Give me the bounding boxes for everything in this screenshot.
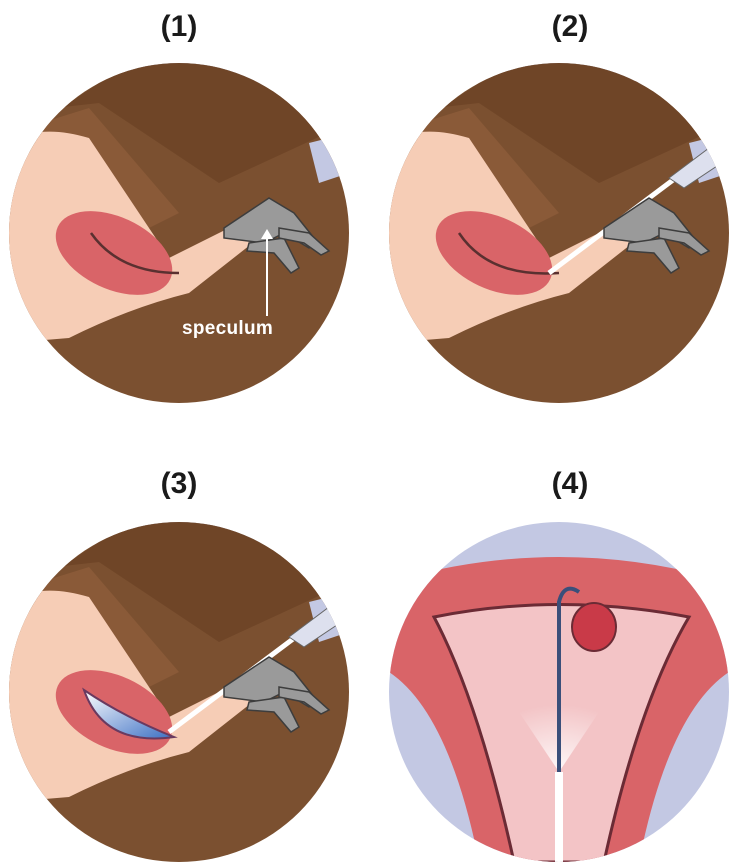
speculum-arrow (266, 236, 268, 316)
panel-1-title: (1) (119, 10, 239, 44)
panel-2-illustration (389, 63, 729, 403)
speculum-label: speculum (182, 318, 273, 340)
panel-2-title: (2) (510, 10, 630, 44)
ovary-shape (572, 603, 616, 651)
panel-3-illustration (9, 522, 349, 862)
panel-1-illustration (9, 63, 349, 403)
panel-4-illustration (389, 522, 729, 862)
panel-4-title: (4) (510, 467, 630, 501)
catheter-tube (555, 772, 563, 862)
panel-3-title: (3) (119, 467, 239, 501)
speculum-arrowhead (261, 229, 273, 239)
